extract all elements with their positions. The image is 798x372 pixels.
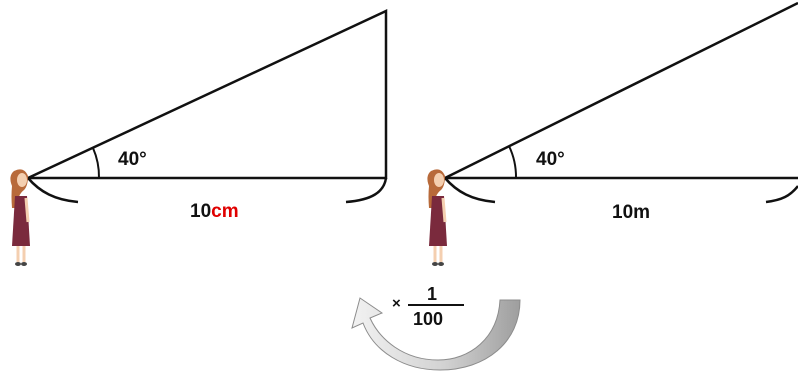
right-triangle	[444, 1, 798, 204]
right-base-bracket-left	[444, 177, 496, 204]
right-angle-label: 40°	[536, 149, 565, 170]
shoe-right	[21, 262, 27, 266]
curved-arrow-icon	[351, 297, 521, 371]
left-angle-arc	[92, 147, 101, 179]
girl-figure-left	[10, 169, 30, 266]
left-base-label: 10cm	[190, 202, 239, 221]
left-triangle-outline	[27, 9, 388, 180]
shoe-left	[15, 262, 21, 266]
right-base-bracket-right	[765, 185, 798, 204]
left-base-number: 10	[190, 201, 212, 222]
right-angle-arc	[508, 145, 518, 179]
girl-figure-right	[427, 169, 447, 266]
left-base-unit: cm	[211, 201, 239, 222]
fraction-denominator: 100	[413, 309, 444, 329]
face	[17, 173, 27, 187]
curved-arrow-body	[351, 297, 521, 371]
shoe-right	[438, 262, 444, 266]
right-base-label: 10m	[612, 202, 651, 223]
times-sign: ×	[392, 295, 401, 312]
arm	[24, 197, 30, 223]
face	[434, 173, 444, 187]
left-triangle	[27, 9, 388, 204]
left-base-bracket-left	[27, 177, 79, 204]
right-hypotenuse	[444, 1, 798, 180]
shoe-left	[432, 262, 438, 266]
fraction-numerator: 1	[427, 284, 438, 304]
left-base-bracket-right	[345, 177, 388, 204]
arm	[441, 197, 447, 223]
left-angle-label: 40°	[118, 149, 147, 170]
